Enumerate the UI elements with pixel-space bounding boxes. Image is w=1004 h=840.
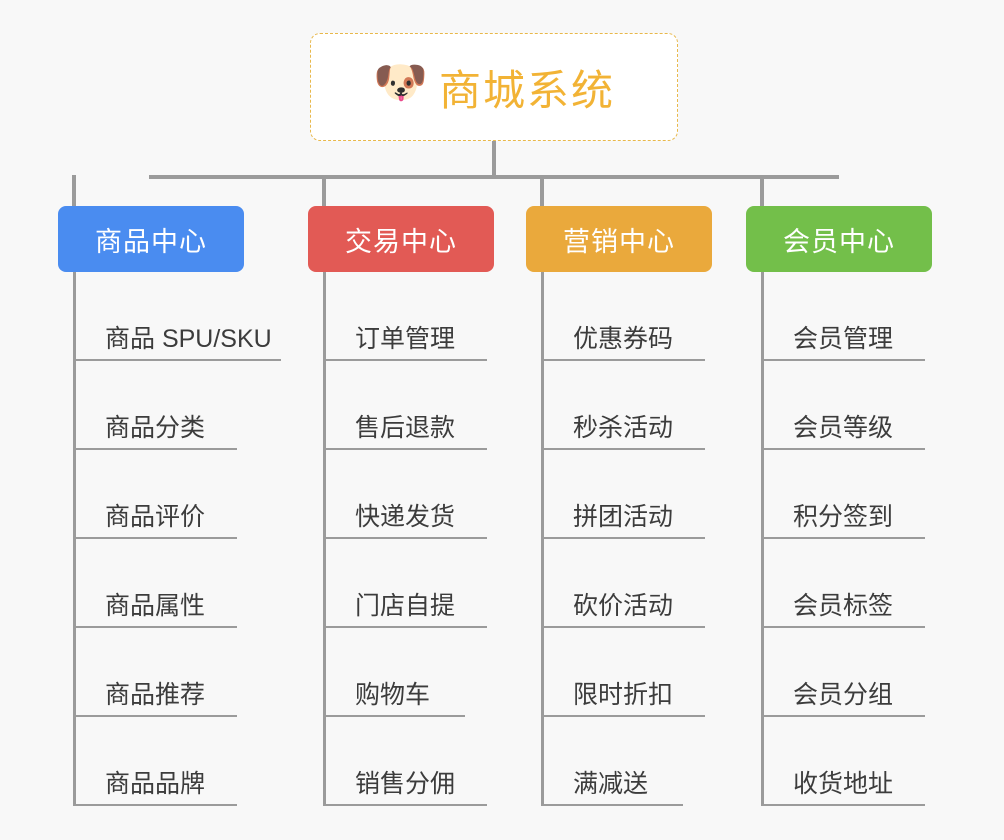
leaf-item[interactable]: 商品评价 xyxy=(73,450,237,539)
leaf-item[interactable]: 商品品牌 xyxy=(73,717,237,806)
category-node-3[interactable]: 会员中心 xyxy=(746,206,932,272)
leaf-item-label: 秒杀活动 xyxy=(573,413,674,442)
leaf-item[interactable]: 订单管理 xyxy=(323,272,487,361)
leaf-item[interactable]: 商品推荐 xyxy=(73,628,237,717)
category-label: 营销中心 xyxy=(563,226,675,257)
leaf-item-label: 订单管理 xyxy=(355,324,456,353)
leaf-item-label: 满减送 xyxy=(573,769,649,798)
leaf-item[interactable]: 购物车 xyxy=(323,628,465,717)
branch-connector-bus xyxy=(149,175,839,179)
leaf-item-label: 会员等级 xyxy=(793,413,894,442)
leaf-item-label: 快递发货 xyxy=(355,502,456,531)
leaf-item-label: 积分签到 xyxy=(793,502,894,531)
leaf-item[interactable]: 积分签到 xyxy=(761,450,925,539)
leaf-item[interactable]: 商品属性 xyxy=(73,539,237,628)
leaf-item-label: 商品属性 xyxy=(105,591,206,620)
leaf-item[interactable]: 会员标签 xyxy=(761,539,925,628)
leaf-spine xyxy=(761,272,764,806)
category-label: 商品中心 xyxy=(95,226,207,257)
leaf-item-label: 收货地址 xyxy=(793,769,894,798)
leaf-item[interactable]: 满减送 xyxy=(541,717,683,806)
root-node[interactable]: 🐶 商城系统 xyxy=(310,33,678,141)
leaf-item-label: 会员管理 xyxy=(793,324,894,353)
leaf-item[interactable]: 商品 SPU/SKU xyxy=(73,272,281,361)
root-node-title: 商城系统 xyxy=(438,66,615,114)
category-label: 交易中心 xyxy=(345,226,457,257)
leaf-item-label: 商品品牌 xyxy=(105,769,206,798)
leaf-item[interactable]: 拼团活动 xyxy=(541,450,705,539)
leaf-item-label: 门店自提 xyxy=(355,591,456,620)
leaf-item[interactable]: 秒杀活动 xyxy=(541,361,705,450)
leaf-item[interactable]: 优惠券码 xyxy=(541,272,705,361)
leaf-item[interactable]: 限时折扣 xyxy=(541,628,705,717)
leaf-item[interactable]: 销售分佣 xyxy=(323,717,487,806)
leaf-item-label: 购物车 xyxy=(355,680,431,709)
leaf-item-label: 会员分组 xyxy=(793,680,894,709)
leaf-item[interactable]: 商品分类 xyxy=(73,361,237,450)
leaf-item[interactable]: 会员等级 xyxy=(761,361,925,450)
leaf-item[interactable]: 会员分组 xyxy=(761,628,925,717)
leaf-spine xyxy=(323,272,326,806)
leaf-item-label: 限时折扣 xyxy=(573,680,674,709)
leaf-item-label: 销售分佣 xyxy=(355,769,456,798)
category-node-1[interactable]: 交易中心 xyxy=(308,206,494,272)
leaf-item-label: 砍价活动 xyxy=(573,591,674,620)
leaf-item-label: 商品 SPU/SKU xyxy=(105,324,272,353)
leaf-item[interactable]: 砍价活动 xyxy=(541,539,705,628)
shiba-dog-face-icon: 🐶 xyxy=(372,58,428,107)
branch-drop-connector-3 xyxy=(760,175,764,207)
leaf-item-label: 售后退款 xyxy=(355,413,456,442)
leaf-item[interactable]: 门店自提 xyxy=(323,539,487,628)
leaf-item[interactable]: 收货地址 xyxy=(761,717,925,806)
leaf-item-label: 拼团活动 xyxy=(573,502,674,531)
leaf-item[interactable]: 会员管理 xyxy=(761,272,925,361)
branch-drop-connector-1 xyxy=(322,175,326,207)
leaf-item-label: 优惠券码 xyxy=(573,324,674,353)
leaf-item-label: 商品分类 xyxy=(105,413,206,442)
category-label: 会员中心 xyxy=(783,226,895,257)
leaf-spine xyxy=(541,272,544,806)
leaf-item[interactable]: 快递发货 xyxy=(323,450,487,539)
branch-drop-connector-0 xyxy=(72,175,76,207)
branch-drop-connector-2 xyxy=(540,175,544,207)
root-connector-stem xyxy=(492,141,496,178)
leaf-spine xyxy=(73,272,76,806)
category-node-2[interactable]: 营销中心 xyxy=(526,206,712,272)
leaf-item-label: 会员标签 xyxy=(793,591,894,620)
leaf-item[interactable]: 售后退款 xyxy=(323,361,487,450)
leaf-item-label: 商品推荐 xyxy=(105,680,206,709)
leaf-item-label: 商品评价 xyxy=(105,502,206,531)
category-node-0[interactable]: 商品中心 xyxy=(58,206,244,272)
